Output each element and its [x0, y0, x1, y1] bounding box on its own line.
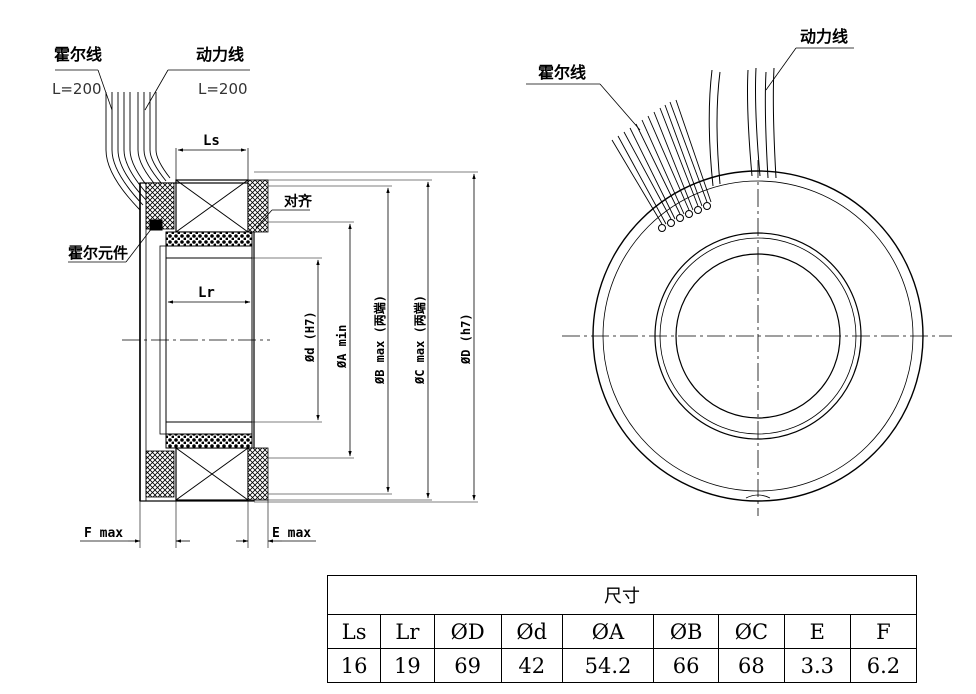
header-a: ØA [561, 614, 655, 649]
b-max-label: ØB max (两端) [372, 295, 387, 385]
header-id: Ød [500, 614, 563, 649]
value-id: 42 [500, 648, 563, 683]
value-b: 66 [653, 648, 719, 683]
table-caption: 尺寸 [327, 575, 917, 615]
value-a: 54.2 [561, 648, 655, 683]
header-ls: Ls [326, 614, 382, 649]
header-od: ØD [433, 614, 502, 649]
lr-label: Lr [198, 285, 215, 301]
value-c: 68 [717, 648, 785, 683]
magnet-top [165, 231, 253, 247]
header-lr: Lr [380, 614, 435, 649]
ls-label: Ls [203, 133, 220, 149]
a-min-label: ØA min [335, 325, 349, 369]
right-power-wire-label: 动力线 [800, 27, 848, 46]
header-c: ØC [717, 614, 785, 649]
value-lr: 19 [380, 648, 435, 683]
value-e: 3.3 [783, 648, 851, 683]
d-h7-label: Ød (H7) [303, 311, 317, 363]
power-length-label: L=200 [198, 80, 248, 98]
hall-length-label: L=200 [52, 80, 102, 98]
power-wires [137, 92, 171, 189]
section-view [55, 69, 478, 548]
e-max-label: E max [272, 526, 311, 541]
header-f: F [849, 614, 918, 649]
hall-element-label: 霍尔元件 [68, 244, 128, 262]
header-e: E [783, 614, 851, 649]
value-od: 69 [433, 648, 502, 683]
right-hall-wire-label: 霍尔线 [538, 63, 586, 82]
power-wire-label: 动力线 [196, 45, 244, 64]
align-label: 对齐 [284, 193, 313, 210]
dimension-table: 尺寸 Ls Lr ØD Ød ØA ØB ØC E F 16 19 69 42 … [326, 575, 918, 683]
c-max-label: ØC max (两端) [412, 295, 427, 385]
front-view [526, 47, 952, 516]
hall-wire-label: 霍尔线 [54, 45, 102, 64]
hall-element [149, 219, 163, 231]
D-h7-label: ØD (h7) [459, 313, 473, 365]
value-f: 6.2 [849, 648, 918, 683]
value-ls: 16 [326, 648, 382, 683]
f-max-label: F max [84, 526, 123, 541]
header-b: ØB [653, 614, 719, 649]
hall-wires [105, 92, 153, 211]
magnet-bottom [165, 433, 253, 449]
